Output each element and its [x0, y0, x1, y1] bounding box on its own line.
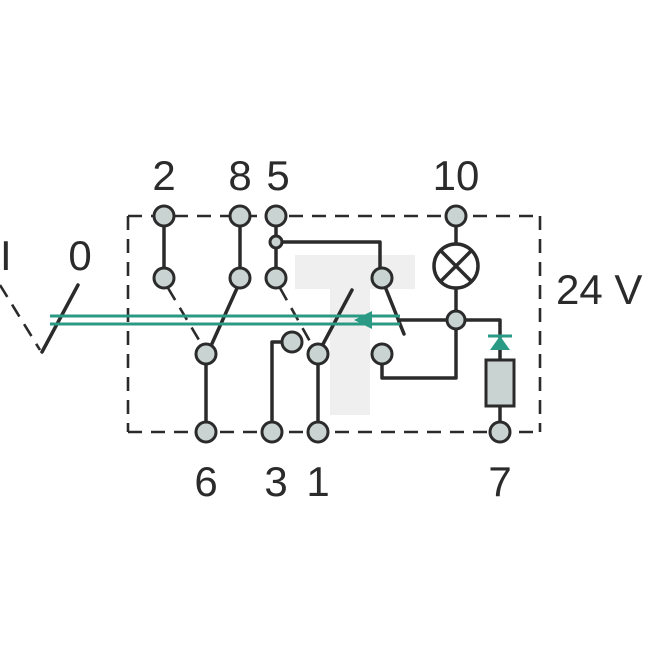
terminal-2-top	[152, 204, 176, 228]
terminal-8-inner	[228, 266, 252, 290]
label-terminal-1: 1	[306, 458, 329, 505]
terminal-1-bottom	[306, 420, 330, 444]
terminals	[152, 204, 512, 444]
label-position-I: I	[0, 232, 12, 279]
label-terminal-6: 6	[194, 458, 217, 505]
terminal-10-top	[444, 204, 468, 228]
watermark-logo	[295, 255, 415, 415]
label-terminal-5: 5	[266, 152, 289, 199]
terminal-5-inner	[264, 266, 288, 290]
rocker-lever	[0, 283, 80, 354]
terminal-node	[445, 309, 467, 331]
terminal-8-top	[228, 204, 252, 228]
terminal-7-bottom	[488, 420, 512, 444]
terminal-3-inner	[280, 330, 304, 354]
terminal-lamp-switch-lower	[370, 342, 394, 366]
resistor-icon	[484, 358, 516, 408]
actuator-rod	[50, 311, 400, 329]
terminal-lamp-switch-upper	[370, 266, 394, 290]
diode-icon	[488, 334, 512, 350]
terminal-6-inner	[194, 342, 218, 366]
label-terminal-3: 3	[264, 458, 287, 505]
label-terminal-8: 8	[228, 152, 251, 199]
terminal-1-inner	[306, 342, 330, 366]
terminal-3-bottom	[260, 420, 284, 444]
lamp-icon	[432, 242, 480, 290]
label-voltage: 24 V	[556, 266, 642, 313]
terminal-2-inner	[152, 266, 176, 290]
housing-outline	[126, 214, 542, 434]
label-position-0: 0	[68, 232, 91, 279]
terminal-6-bottom	[194, 420, 218, 444]
label-terminal-7: 7	[488, 458, 511, 505]
terminal-5-junction	[268, 234, 284, 250]
terminal-5-top	[264, 204, 288, 228]
label-terminal-10: 10	[433, 152, 480, 199]
label-terminal-2: 2	[152, 152, 175, 199]
